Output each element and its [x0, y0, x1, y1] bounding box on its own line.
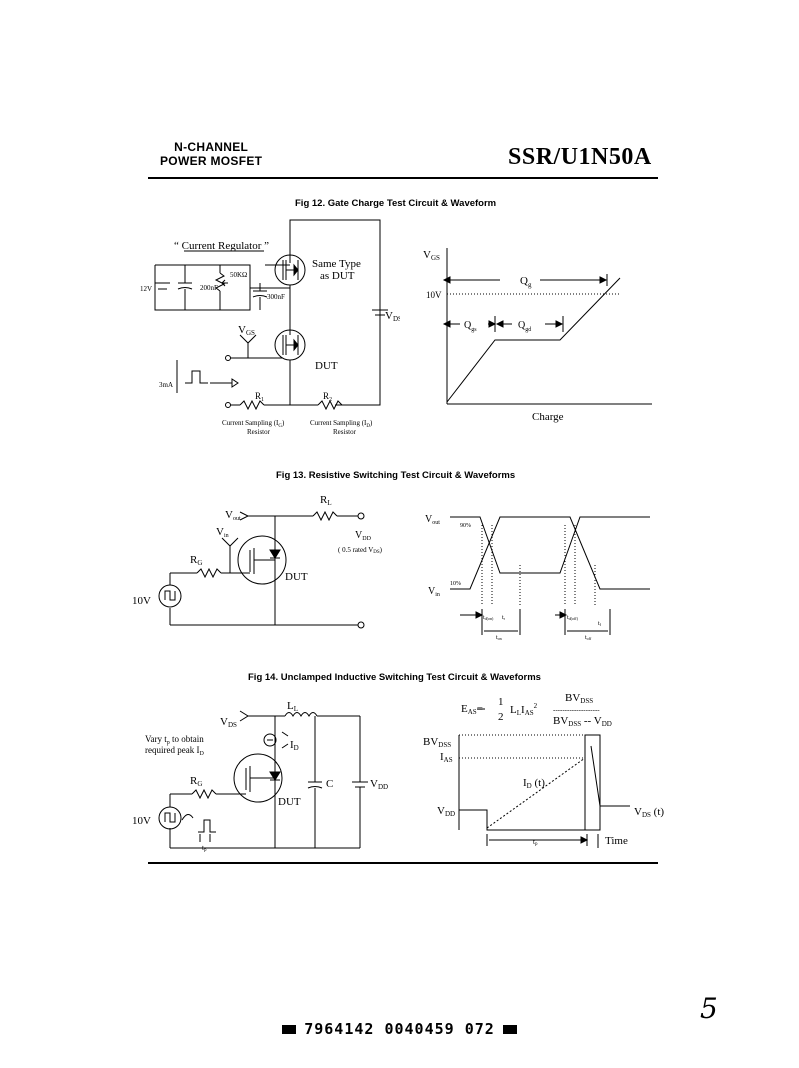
rl-label: RL — [320, 494, 332, 507]
same-type-label-1: Same Type — [312, 258, 361, 270]
w-vdst-label: VDS (t) — [634, 806, 664, 819]
vdd-note: ( 0.5 rated VDS) — [338, 546, 383, 555]
same-type-label-2: as DUT — [320, 270, 355, 282]
dut-label-13: DUT — [285, 571, 308, 583]
eq-dashes: -------------------- — [553, 706, 600, 714]
w-vdd-label: VDD — [437, 805, 455, 818]
w-vout-label: Vout — [425, 514, 440, 526]
vds-label-14: VDS — [220, 716, 237, 729]
td-on-label: td(on) — [483, 615, 494, 621]
r-50k-label: 50KΩ — [230, 271, 247, 279]
fig13-title: Fig 13. Resistive Switching Test Circuit… — [276, 470, 516, 481]
eq-eas: EAS= — [461, 703, 483, 716]
rg-label-14: RG — [190, 775, 202, 788]
vds-label: VDS — [385, 310, 400, 323]
footer-block-right — [502, 1025, 517, 1034]
c300-label: 300nF — [267, 293, 285, 301]
v10-label-14: 10V — [132, 815, 151, 827]
dut-label: DUT — [315, 360, 338, 372]
fig12-gate-charge-waveform: VGS 10V Qg Qgs Qgd Charge — [423, 248, 652, 423]
w-ias-label: IAS — [440, 751, 453, 764]
header-line2: POWER MOSFET — [160, 154, 263, 168]
qgs-label: Qgs — [464, 320, 477, 333]
w-bvdss-label: BVDSS — [423, 736, 451, 749]
page-number-mark: 5 — [700, 992, 718, 1025]
c200-label: 200nF — [200, 284, 218, 292]
qgd-label: Qgd — [518, 320, 531, 333]
vary-tp-label: Vary tp to obtain — [145, 734, 204, 746]
vdd-label: VDD — [355, 530, 372, 542]
fig13-resistive-switching-circuit: Vout RL Vin VDD ( 0.5 rated VDS) RG DUT … — [132, 494, 383, 629]
footer-code-text: 7964142 0040459 072 — [304, 1020, 495, 1038]
t-on-label: ton — [496, 635, 502, 641]
w-tp-label: tp — [533, 838, 538, 847]
header-device-type: N-CHANNEL POWER MOSFET — [160, 140, 262, 168]
vin-label: Vin — [216, 526, 229, 539]
part-number: SSR/U1N50A — [508, 144, 652, 170]
vout-label: Vout — [225, 509, 241, 522]
fig14-title: Fig 14. Unclamped Inductive Switching Te… — [248, 672, 541, 683]
dut-label-14: DUT — [278, 796, 301, 808]
r1-label: R1 — [255, 391, 264, 403]
time-axis-label: Time — [605, 835, 628, 847]
c-label: C — [326, 778, 333, 790]
cs-id-resistor: Resistor — [333, 428, 357, 436]
fig14-uis-waveform: EAS= 1 2 LLIAS2 -------------------- BVD… — [423, 692, 664, 848]
rg-label: RG — [190, 554, 202, 567]
td-off-label: td(off) — [567, 615, 579, 621]
t-off-label: toff — [585, 635, 592, 641]
wave-vgs-label: VGS — [423, 249, 440, 262]
i3ma-label: 3mA — [159, 381, 173, 389]
tr-label: tr — [502, 615, 506, 621]
v12-label: 12V — [140, 285, 152, 293]
header-line1: N-CHANNEL — [174, 140, 249, 154]
fig13-switching-waveforms: Vout 90% 10% Vin td(on) tr ton td(off) t… — [425, 514, 650, 641]
ll-label: LL — [287, 700, 298, 713]
p90-label: 90% — [460, 523, 471, 529]
fig12-title: Fig 12. Gate Charge Test Circuit & Wavef… — [295, 198, 497, 209]
eq-denominator: 2 — [498, 711, 504, 723]
vdd-label-14: VDD — [370, 778, 388, 791]
cs-ig-label: Current Sampling (IG) — [222, 419, 285, 429]
fig14-uis-circuit: VDS LL Vary tp to obtain required peak I… — [132, 700, 388, 853]
required-peak-label: required peak ID — [145, 745, 204, 757]
qg-label: Qg — [520, 275, 532, 289]
footer-code: 7964142 0040459 072 — [0, 1020, 799, 1038]
r2-label: R2 — [323, 391, 332, 403]
bottom-rule — [148, 862, 658, 864]
w-vin-label: Vin — [428, 586, 440, 598]
vgs-label: VGS — [238, 324, 255, 337]
p10-label: 10% — [450, 581, 461, 587]
eq-numerator: 1 — [498, 696, 504, 708]
id-label-14: ID — [290, 739, 299, 752]
cs-ig-resistor: Resistor — [247, 428, 271, 436]
eq-ll-ias: LLIAS2 — [510, 702, 538, 717]
tp-label: tp — [202, 844, 207, 853]
charge-axis-label: Charge — [532, 411, 564, 423]
footer-block-left — [282, 1025, 297, 1034]
eq-bvdss-bottom: BVDSS -- VDD — [553, 715, 612, 728]
header-rule — [148, 177, 658, 179]
fig12-gate-charge-circuit: “ Current Regulator ” 50KΩ 12V 200nF 300… — [140, 219, 400, 436]
cs-id-label: Current Sampling (ID) — [310, 419, 373, 429]
v10-label-13: 10V — [132, 595, 151, 607]
w-idt-label: ID (t) — [523, 777, 545, 790]
wave-10v-label: 10V — [426, 290, 442, 300]
current-regulator-label: “ Current Regulator ” — [174, 240, 269, 252]
tf-label: tf — [598, 621, 602, 627]
eq-bvdss-top: BVDSS — [565, 692, 593, 705]
